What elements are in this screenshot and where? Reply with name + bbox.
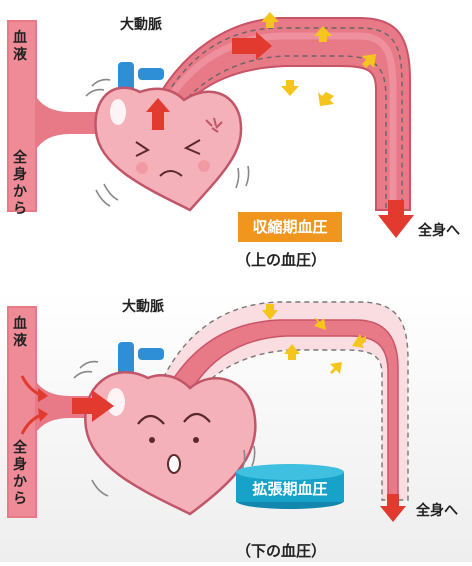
label-from-body: 全身から: [12, 150, 28, 218]
cheek-right: [198, 160, 210, 172]
vessel-label-aorta: 大動脈: [120, 14, 162, 34]
label-to-body: 全身へ: [416, 500, 458, 520]
vessel-label-aorta: 大動脈: [122, 296, 164, 316]
subtitle-diastolic: （下の血圧）: [236, 540, 326, 561]
eye-right-icon: [193, 437, 199, 443]
heart-shine: [110, 99, 126, 125]
badge-systolic: 収縮期血圧: [238, 212, 342, 242]
label-blood: 血液: [12, 316, 28, 350]
heart-shine: [107, 388, 125, 416]
mouth-icon: [168, 455, 180, 473]
vein-branch-icon: [138, 348, 164, 360]
label-blood: 血液: [12, 30, 28, 64]
label-from-body: 全身から: [12, 440, 28, 508]
label-to-body: 全身へ: [418, 220, 460, 240]
subtitle-systolic: （上の血圧）: [236, 249, 326, 270]
eye-left-icon: [149, 437, 155, 443]
vein-branch-icon: [138, 68, 164, 80]
cheek-left: [136, 162, 148, 174]
badge-diastolic: 拡張期血圧: [236, 474, 344, 504]
